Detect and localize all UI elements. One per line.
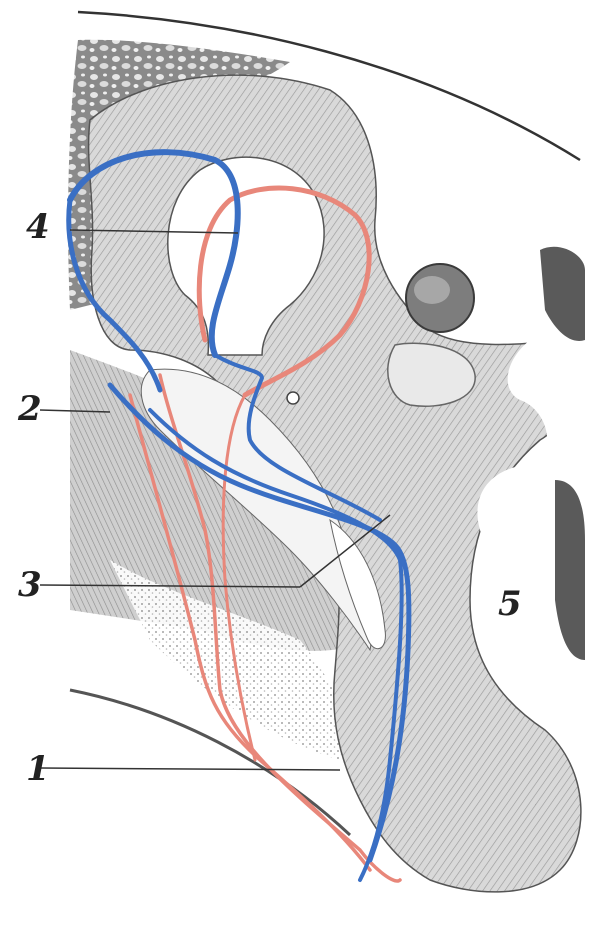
small-white-dot — [287, 392, 299, 404]
label-2: 2 — [17, 389, 42, 429]
leader-line-1 — [40, 768, 340, 770]
label-3: 3 — [18, 565, 42, 605]
foramen-highlight — [414, 276, 450, 304]
label-4: 4 — [26, 207, 50, 247]
label-1: 1 — [26, 749, 50, 789]
label-5: 5 — [498, 584, 522, 624]
